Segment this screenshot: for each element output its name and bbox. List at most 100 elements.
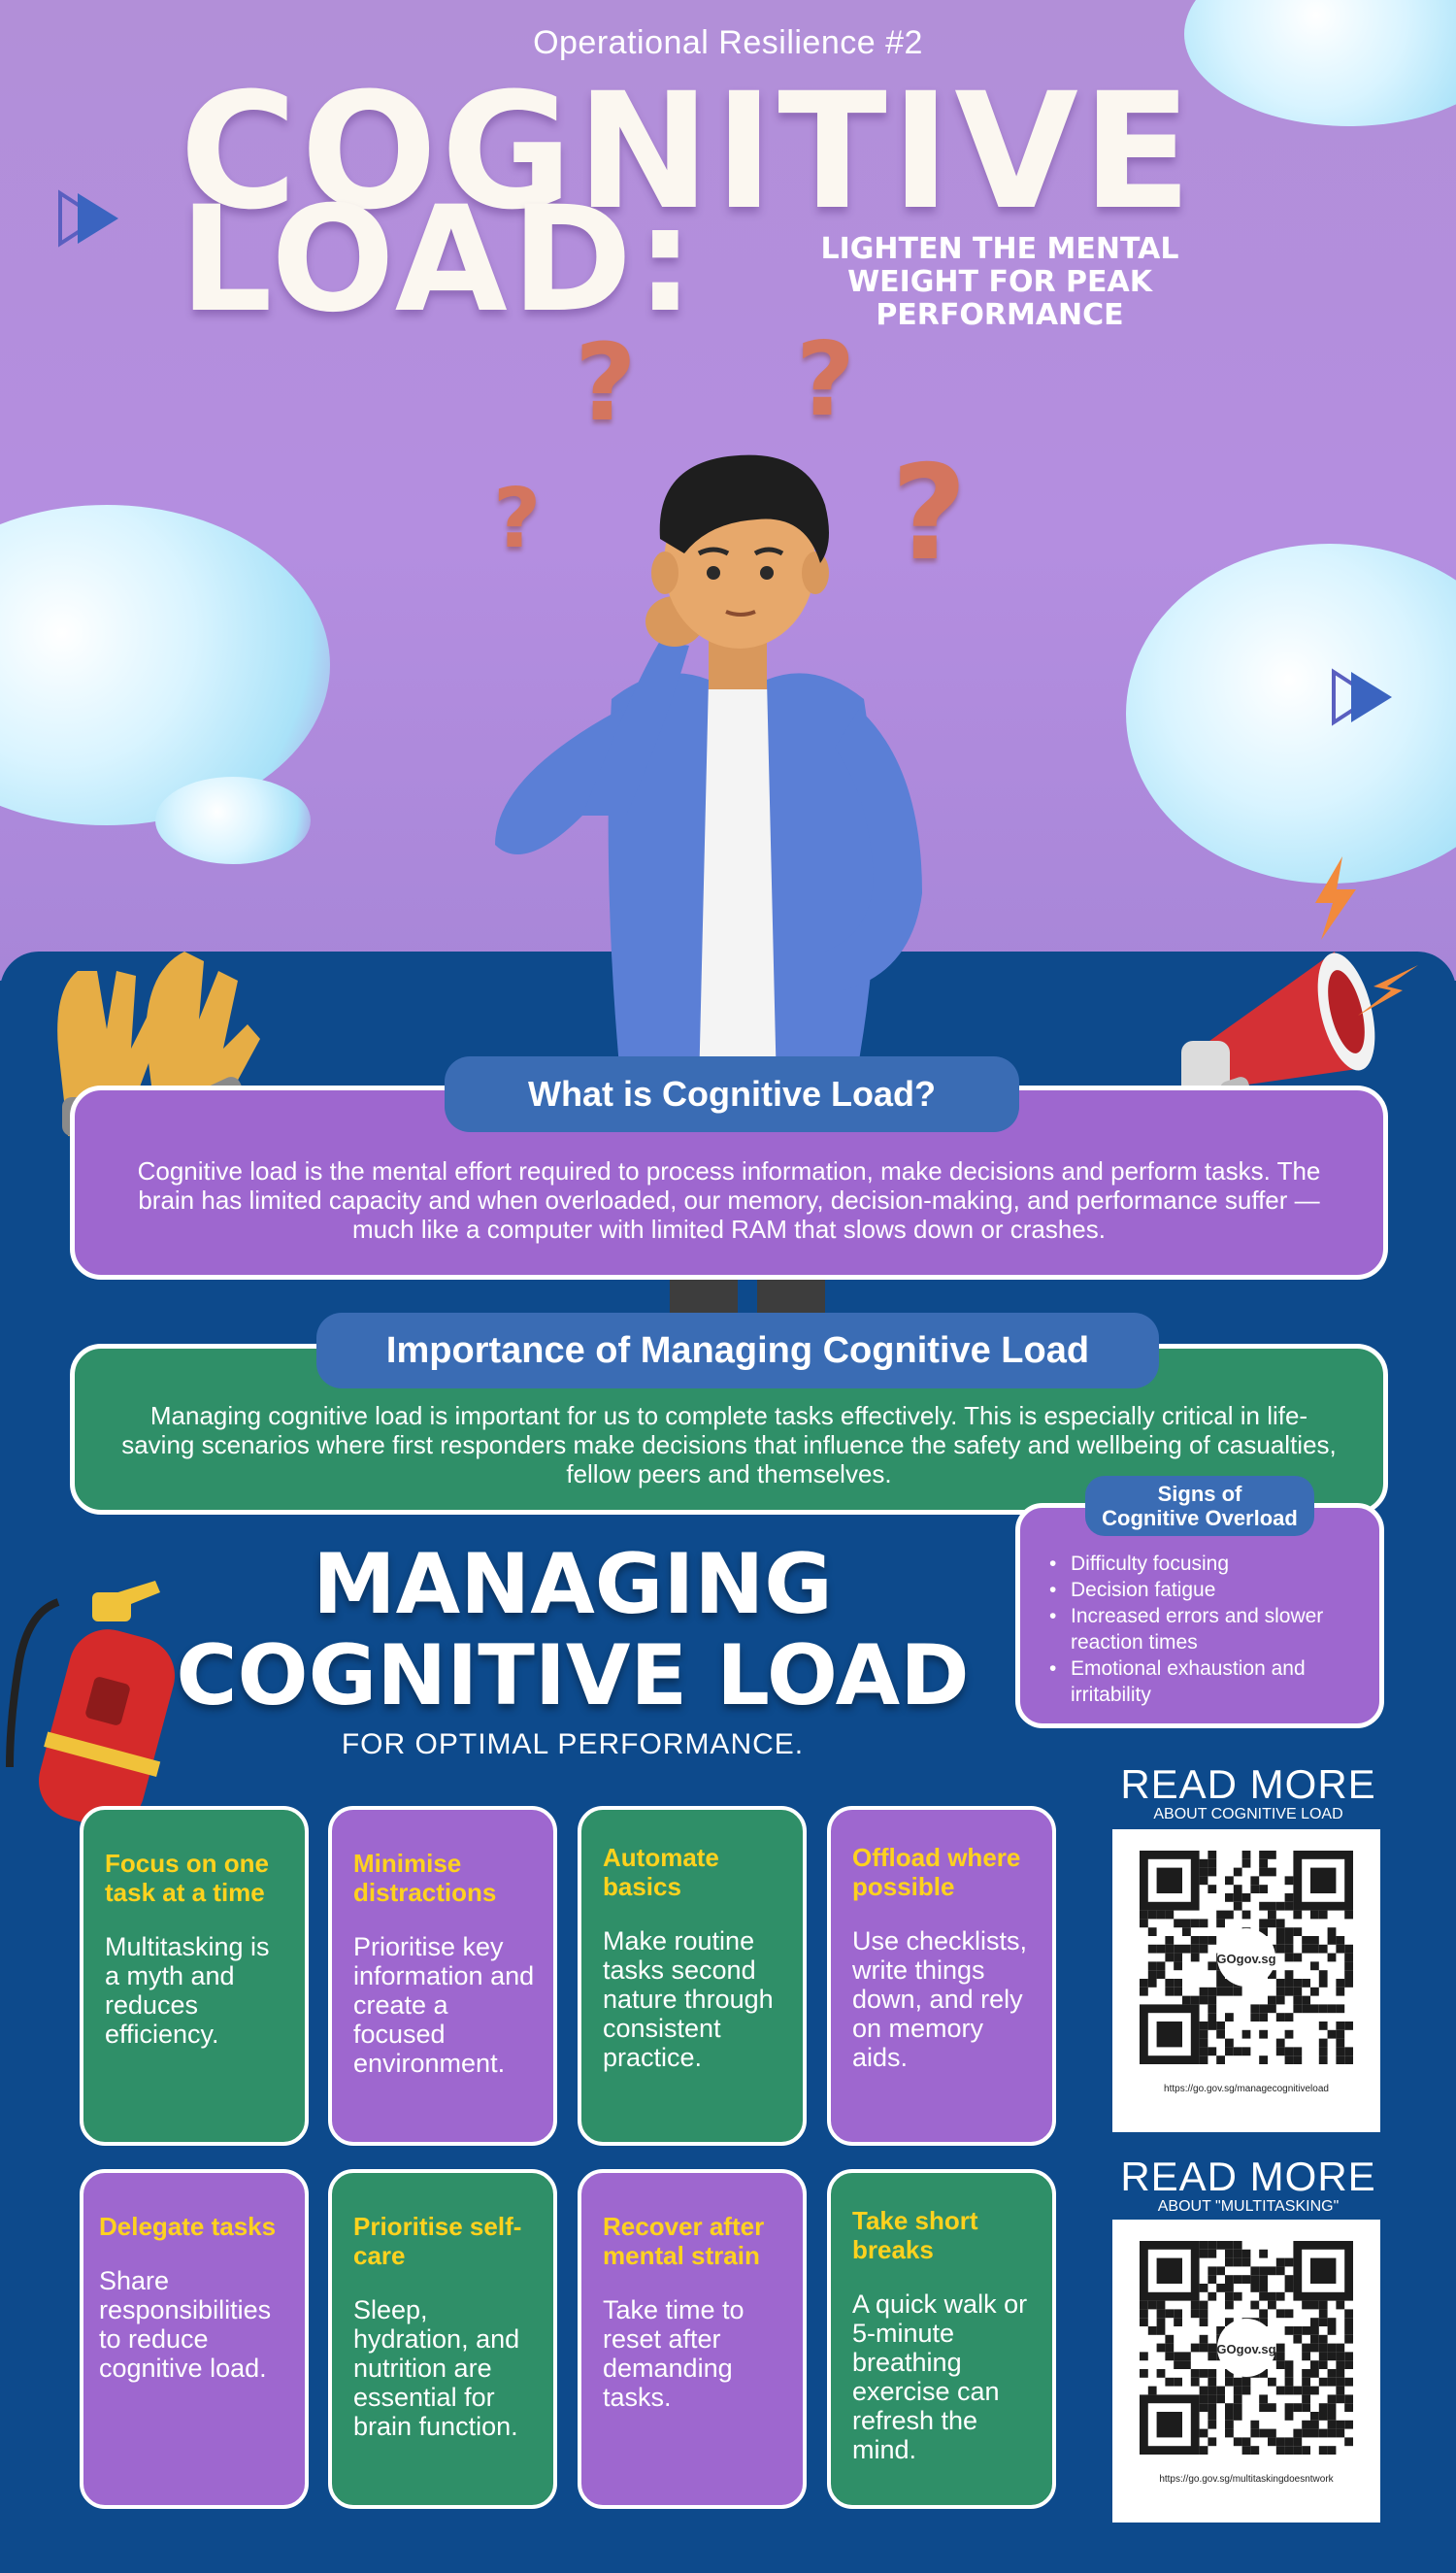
list-item: Emotional exhaustion and irritability bbox=[1049, 1655, 1362, 1708]
qr-code-icon[interactable]: GOgov.sg bbox=[1140, 2241, 1353, 2455]
play-icon bbox=[58, 189, 118, 248]
qr-module bbox=[1156, 2369, 1166, 2378]
qr-module bbox=[1344, 2022, 1353, 2030]
qr-module bbox=[1250, 2284, 1260, 2292]
qr-module bbox=[1302, 2352, 1310, 2361]
qr-module bbox=[1140, 2300, 1148, 2310]
qr-logo-background bbox=[1217, 1928, 1275, 1987]
qr-module bbox=[1259, 1885, 1268, 1893]
what-is-card: Cognitive load is the mental effort requ… bbox=[70, 1086, 1388, 1280]
qr-module bbox=[1241, 2029, 1251, 2039]
qr-module bbox=[1268, 1970, 1276, 1979]
qr-url[interactable]: https://go.gov.sg/managecognitiveload bbox=[1164, 2084, 1329, 2094]
qr-module bbox=[1182, 2352, 1191, 2361]
qr-module bbox=[1208, 2013, 1217, 2022]
qr-module bbox=[1344, 2437, 1353, 2447]
qr-module bbox=[1140, 2352, 1148, 2361]
qr-module bbox=[1208, 2377, 1217, 2387]
qr-module bbox=[1216, 2241, 1225, 2250]
qr-module bbox=[1302, 1995, 1310, 2005]
qr-code-icon[interactable]: GOgov.sg bbox=[1140, 1851, 1353, 2064]
qr-module bbox=[1293, 2055, 1303, 2064]
qr-module bbox=[1275, 1944, 1285, 1954]
qr-module bbox=[1259, 1919, 1268, 1928]
qr-module bbox=[1156, 1910, 1166, 1920]
qr-module bbox=[1241, 2437, 1251, 2447]
qr-module bbox=[1225, 2284, 1234, 2292]
qr-url[interactable]: https://go.gov.sg/multitaskingdoesntwork bbox=[1159, 2474, 1334, 2485]
qr-module bbox=[1199, 2403, 1208, 2412]
qr-module bbox=[1259, 2428, 1268, 2438]
qr-module bbox=[1275, 2360, 1285, 2369]
qr-module bbox=[1275, 2291, 1285, 2301]
qr-module bbox=[1241, 2257, 1251, 2267]
qr-module bbox=[1310, 2369, 1319, 2378]
qr-module bbox=[1156, 1944, 1166, 1954]
qr-module bbox=[1318, 2377, 1328, 2387]
question-mark-icon: ? bbox=[575, 320, 637, 445]
qr-module bbox=[1259, 2309, 1268, 2319]
qr-module bbox=[1310, 2318, 1319, 2326]
qr-module bbox=[1310, 1910, 1319, 1920]
qr-module bbox=[1344, 1979, 1353, 1988]
qr-module bbox=[1241, 1893, 1251, 1902]
qr-module bbox=[1268, 2266, 1276, 2276]
tip-text: Make routine tasks second nature through… bbox=[603, 1926, 774, 2072]
qr-module bbox=[1344, 2055, 1353, 2064]
qr-module bbox=[1250, 1876, 1260, 1886]
qr-module bbox=[1327, 2029, 1337, 2039]
qr-module bbox=[1208, 2004, 1217, 2014]
qr-module bbox=[1284, 2377, 1294, 2387]
qr-module bbox=[1259, 2266, 1268, 2276]
qr-module bbox=[1318, 1970, 1328, 1979]
read-more-heading: READ MORE ABOUT "MULTITASKING" bbox=[1112, 2155, 1384, 2216]
qr-module bbox=[1302, 1936, 1310, 1945]
qr-module bbox=[1225, 2257, 1234, 2267]
qr-module bbox=[1199, 2369, 1208, 2378]
qr-finder-pattern bbox=[1310, 2257, 1337, 2284]
list-item: Difficulty focusing bbox=[1049, 1551, 1362, 1577]
qr-module bbox=[1293, 2386, 1303, 2395]
qr-module bbox=[1225, 2047, 1234, 2056]
qr-module bbox=[1156, 2318, 1166, 2326]
qr-module bbox=[1318, 2055, 1328, 2064]
what-is-body: Cognitive load is the mental effort requ… bbox=[137, 1156, 1321, 1244]
qr-module bbox=[1310, 2420, 1319, 2429]
qr-module bbox=[1241, 1910, 1251, 1920]
qr-module bbox=[1190, 1936, 1200, 1945]
qr-module bbox=[1327, 2394, 1337, 2404]
qr-module bbox=[1225, 2241, 1234, 2250]
qr-module bbox=[1233, 2249, 1242, 2258]
qr-module bbox=[1225, 1893, 1234, 1902]
tip-card: Focus on one task at a time Multitasking… bbox=[80, 1806, 309, 2146]
qr-module bbox=[1284, 2360, 1294, 2369]
qr-module bbox=[1182, 1995, 1191, 2005]
qr-module bbox=[1344, 2352, 1353, 2361]
managing-title: MANAGING COGNITIVE LOAD bbox=[136, 1539, 1009, 1721]
qr-module bbox=[1284, 1936, 1294, 1945]
qr-module bbox=[1241, 2249, 1251, 2258]
qr-module bbox=[1199, 2029, 1208, 2039]
qr-module bbox=[1241, 1851, 1251, 1859]
qr-code-card[interactable]: GOgov.sg https://go.gov.sg/multitaskingd… bbox=[1112, 2220, 1380, 2523]
tip-text: Sleep, hydration, and nutrition are esse… bbox=[353, 2295, 520, 2441]
qr-module bbox=[1318, 2446, 1328, 2455]
qr-module bbox=[1259, 2004, 1268, 2014]
qr-module bbox=[1174, 1961, 1182, 1971]
qr-module bbox=[1293, 2428, 1303, 2438]
qr-module bbox=[1140, 2318, 1148, 2326]
qr-module bbox=[1293, 1953, 1303, 1962]
qr-module bbox=[1216, 2386, 1225, 2395]
qr-module bbox=[1275, 1987, 1285, 1996]
qr-module bbox=[1259, 2249, 1268, 2258]
qr-module bbox=[1259, 2291, 1268, 2301]
managing-subtitle: FOR OPTIMAL PERFORMANCE. bbox=[341, 1728, 805, 1760]
qr-module bbox=[1216, 2284, 1225, 2292]
qr-module bbox=[1233, 1901, 1242, 1911]
tip-text: Take time to reset after demanding tasks… bbox=[603, 2295, 745, 2412]
qr-module bbox=[1199, 2446, 1208, 2455]
tip-title: Minimise distractions bbox=[353, 1849, 497, 1907]
qr-code-card[interactable]: GOgov.sg https://go.gov.sg/managecogniti… bbox=[1112, 1829, 1380, 2132]
qr-module bbox=[1250, 2004, 1260, 2014]
qr-module bbox=[1199, 2428, 1208, 2438]
